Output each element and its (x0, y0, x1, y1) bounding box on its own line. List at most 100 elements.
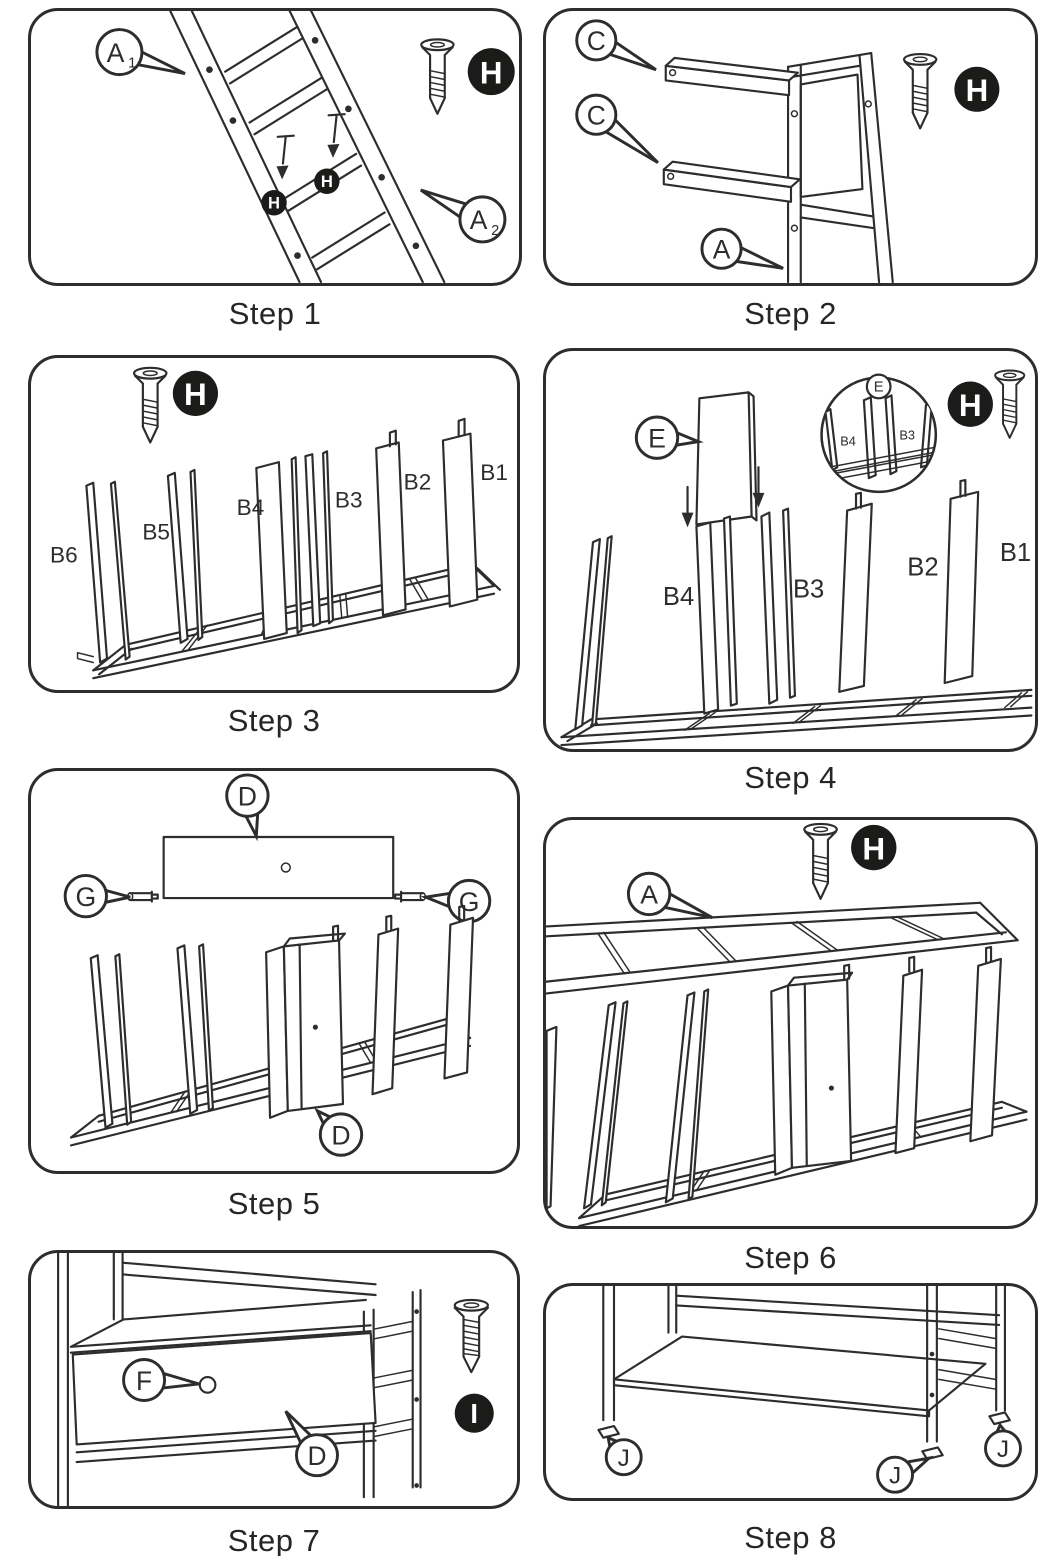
callout-f: F (122, 1358, 200, 1402)
screw-tag-1-letter: H (268, 194, 280, 213)
hardware-badge-h-letter: H (966, 73, 989, 108)
step-5-drawing: D G G (63, 773, 492, 1157)
arrow-down-icon (681, 485, 694, 528)
divider-b1 (943, 478, 980, 685)
hardware-badge-h: H (851, 824, 897, 871)
divider-right-2 (443, 904, 475, 1080)
screw-icon (453, 1298, 490, 1374)
step-5-panel: D G G (28, 768, 520, 1174)
inline-screw-2 (327, 113, 346, 158)
callout-d-top: D (225, 773, 270, 842)
screw-icon (902, 52, 938, 130)
divider-left-edge (546, 1025, 558, 1210)
callout-a-letter: A (713, 235, 731, 265)
hardware-badge-h: H (947, 381, 993, 427)
callout-c1-letter: C (587, 26, 606, 56)
step-4-panel: E E B4 B3 (543, 348, 1038, 752)
base-frame (560, 688, 1033, 747)
divider-b3 (304, 450, 335, 628)
hardware-badge-h-letter: H (862, 830, 885, 866)
cabinet-bottom (602, 1286, 1007, 1443)
label-b5: B5 (142, 520, 170, 545)
callout-a1-letter: A (107, 38, 125, 68)
dowel-pin-icon (126, 890, 159, 903)
callout-j2-letter: J (889, 1462, 901, 1489)
label-b1: B1 (1000, 539, 1031, 567)
divider-left-pair-1 (89, 953, 133, 1129)
step-6-panel: H A (543, 817, 1038, 1229)
callout-g-right: G (420, 878, 492, 924)
callout-a-letter: A (640, 880, 658, 910)
label-b4: B4 (663, 583, 694, 611)
hardware-badge-i: I (454, 1393, 494, 1433)
callout-g-right-letter: G (459, 887, 480, 917)
divider-b4 (695, 515, 738, 715)
detail-inset: E B4 B3 (820, 373, 938, 494)
step-2-drawing: C C A H (575, 19, 1000, 283)
inset-b3-label: B3 (899, 428, 915, 443)
step-2-panel: C C A H (543, 8, 1038, 286)
drawer-housing-d (265, 924, 347, 1119)
screw-icon (420, 38, 455, 115)
step-7-drawing: F D I (57, 1253, 494, 1506)
hardware-badge-h-letter: H (184, 377, 207, 412)
hardware-badge-h: H (172, 370, 219, 416)
step-5-caption: Step 5 (227, 1186, 321, 1221)
panel-d (162, 835, 395, 900)
divider-left-pair-2 (664, 988, 710, 1204)
step-1-caption: Step 1 (228, 296, 322, 331)
arrow-down-icon (752, 466, 765, 508)
step-1-drawing: H H A 1 A 2 H (95, 11, 515, 283)
hardware-badge-i-letter: I (470, 1398, 478, 1429)
screw-icon (994, 369, 1026, 439)
callout-a2-letter: A (470, 205, 488, 235)
step-8-drawing: J J J (597, 1286, 1022, 1494)
hardware-badge-h-letter: H (480, 55, 503, 90)
divider-b6 (85, 480, 131, 664)
divider-left-pair-1 (582, 1000, 629, 1210)
callout-a: A (626, 871, 713, 920)
rail-c-upper (664, 56, 799, 97)
step-2-caption: Step 2 (744, 296, 837, 331)
divider-b1 (441, 417, 479, 608)
callout-c2: C (575, 93, 659, 164)
callout-j1: J (604, 1435, 643, 1477)
inset-b4-label: B4 (840, 434, 856, 449)
panel-e (695, 391, 758, 526)
divider-left-pair-2 (176, 943, 214, 1115)
callout-c1: C (575, 19, 657, 72)
screw-tag-2-letter: H (321, 172, 333, 191)
callout-a: A (700, 227, 784, 270)
callout-e-letter: E (648, 424, 666, 454)
step-7-caption: Step 7 (227, 1523, 321, 1556)
hardware-badge-h: H (954, 66, 1000, 112)
hardware-badge-h-letter: H (959, 387, 982, 423)
step-6-drawing: H A (546, 822, 1028, 1226)
callout-d-bottom-letter: D (331, 1120, 350, 1150)
callout-j3: J (984, 1422, 1022, 1468)
step-4-caption: Step 4 (744, 760, 837, 795)
divider-right-2 (969, 946, 1002, 1143)
screw-tag-2-badge (314, 168, 340, 194)
top-frame-a (546, 901, 1019, 995)
divider-b4 (255, 456, 303, 641)
callout-a1: A 1 (95, 28, 186, 77)
callout-d-bottom: D (314, 1107, 364, 1157)
ladder-frame-a (169, 11, 446, 283)
step-6-caption: Step 6 (744, 1240, 837, 1275)
divider-right-1 (894, 955, 924, 1155)
inline-screw-1 (276, 134, 295, 180)
callout-e: E (634, 415, 704, 460)
step-8-panel: J J J (543, 1283, 1038, 1501)
callout-a2-sub: 2 (491, 223, 499, 239)
rail-c-lower (662, 160, 801, 203)
callout-g-left-letter: G (75, 882, 96, 912)
divider-b2 (838, 491, 873, 693)
callout-a2: A 2 (419, 188, 507, 244)
callout-c2-letter: C (587, 100, 606, 130)
label-b3: B3 (793, 575, 824, 603)
foot-pad-icon (921, 1446, 944, 1461)
label-b2: B2 (404, 470, 432, 495)
screw-icon (132, 366, 168, 444)
